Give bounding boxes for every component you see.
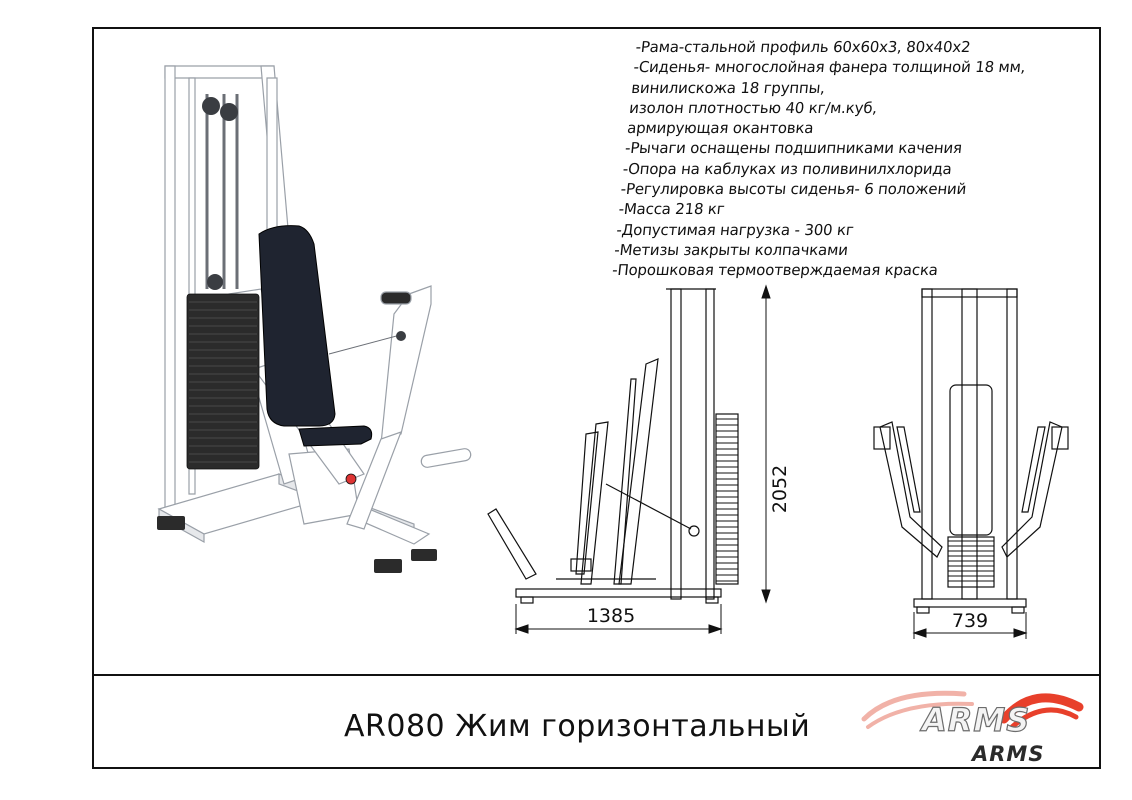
title-divider <box>94 674 1099 676</box>
brand-logo: ARMS ARMS <box>854 679 1094 769</box>
weight-stack <box>186 293 260 470</box>
spec-item: -Метизы закрыты колпачками <box>613 240 849 259</box>
spec-item: -Сиденья- многослойная фанера толщиной 1… <box>632 58 1027 77</box>
spec-item: -Допустимая нагрузка - 300 кг <box>615 220 855 239</box>
spec-item: -Рычаги оснащены подшипниками качения <box>624 139 963 158</box>
weight-plate-lines <box>189 301 257 463</box>
feet <box>157 516 437 573</box>
front-view-drawing: 739 <box>873 288 1069 639</box>
seat <box>258 225 373 447</box>
drawing-sheet: 2052 1385 <box>92 27 1101 769</box>
spec-item: -Рама-стальной профиль 60х60х3, 80х40х2 <box>634 38 972 56</box>
handles <box>380 291 472 468</box>
brand-name-small: ARMS <box>972 742 1045 766</box>
swoosh-icon <box>861 690 1084 730</box>
side-width-dimension-label: 1385 <box>587 605 635 627</box>
spec-item: армирующая окантовка <box>626 119 815 138</box>
front-width-dimension-label: 739 <box>952 610 988 632</box>
spec-item: изолон плотностью 40 кг/м.куб, <box>628 98 878 117</box>
spec-item: -Масса 218 кг <box>617 200 726 219</box>
spec-item: -Регулировка высоты сиденья- 6 положений <box>619 180 968 199</box>
machine-render <box>157 65 472 573</box>
spec-item: винилискожа 18 группы, <box>630 78 826 97</box>
render-pulleys <box>202 97 406 341</box>
render-cables <box>205 94 405 355</box>
spec-item: -Опора на каблуках из поливинилхлорида <box>622 159 953 178</box>
side-view-drawing: 2052 1385 <box>487 284 791 634</box>
spec-item: -Порошковая термоотверждаемая краска <box>611 261 939 280</box>
document-title: AR080 Жим горизонтальный <box>344 709 811 744</box>
adjust-knob <box>345 473 357 485</box>
height-dimension-label: 2052 <box>769 465 791 513</box>
brand-name-large: ARMS <box>921 700 1031 739</box>
specification-list: -Рама-стальной профиль 60х60х3, 80х40х2 -… <box>611 37 1028 281</box>
